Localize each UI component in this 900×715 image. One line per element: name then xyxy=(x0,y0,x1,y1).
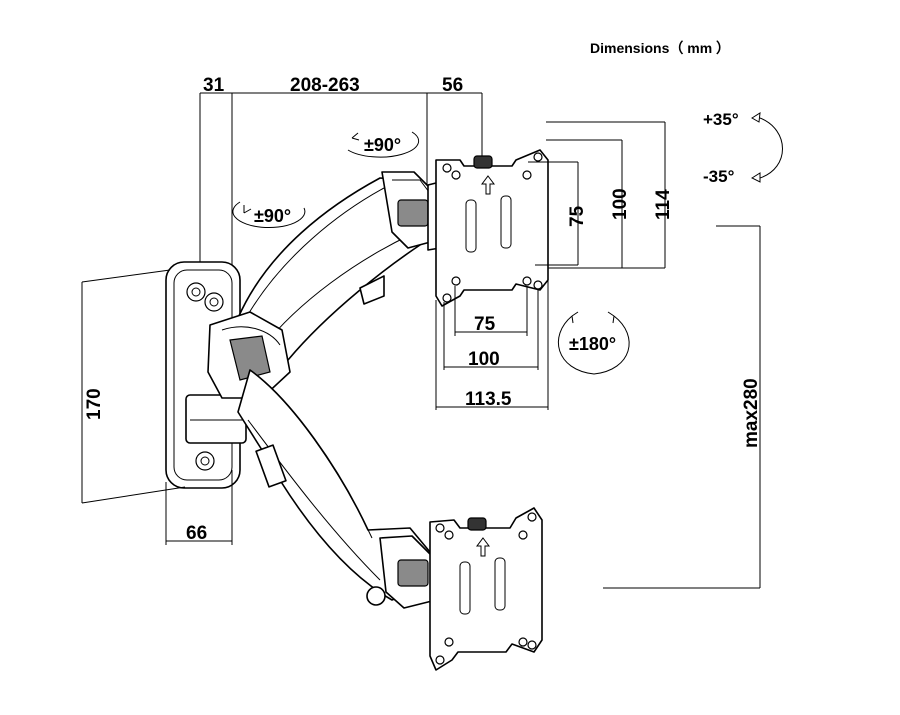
dim-wall-offset: 31 xyxy=(203,75,225,96)
tilt-arc-icon xyxy=(759,117,783,179)
dim-plate-height: 114 xyxy=(653,189,674,220)
dim-vesa-75-horizontal: 75 xyxy=(474,314,496,335)
dim-arm-reach: 208-263 xyxy=(290,75,360,96)
upper-arm-swivel-arrow xyxy=(351,132,360,141)
height-dimension-lines xyxy=(603,225,761,589)
lower-arm xyxy=(237,369,437,609)
dim-vesa-75-vertical: 75 xyxy=(567,205,588,227)
diagram-title: Dimensions（ mm ） xyxy=(590,40,730,56)
tilt-arc-head-down xyxy=(750,172,761,183)
rotation-arrow-icon xyxy=(557,315,630,375)
dim-plate-width: 113.5 xyxy=(465,389,512,410)
tilt-up-label: +35° xyxy=(703,110,739,129)
lower-arm-swivel-ellipse xyxy=(232,201,306,229)
lower-arm-swivel-label: ±90° xyxy=(254,206,291,226)
upper-plate-dimension-lines xyxy=(435,121,666,410)
rotation-arrow-head-left xyxy=(571,311,579,324)
upper-vesa-plate xyxy=(435,149,549,307)
wall-plate-dimension-lines xyxy=(81,269,233,545)
tilt-arc-head-up xyxy=(751,112,761,123)
top-dimension-lines xyxy=(199,92,483,282)
dim-vesa-100-horizontal: 100 xyxy=(468,349,500,370)
upper-arm xyxy=(237,171,441,373)
rotation-label: ±180° xyxy=(569,334,616,354)
lower-vesa-plate xyxy=(429,507,543,671)
upper-arm-swivel-label: ±90° xyxy=(364,135,401,155)
upper-arm-swivel-ellipse xyxy=(347,131,420,158)
dim-wall-plate-height: 170 xyxy=(84,388,105,420)
dim-height-adjust: max280 xyxy=(741,378,762,448)
rotation-arrow-head-right xyxy=(607,311,615,324)
dim-vesa-100-vertical: 100 xyxy=(610,188,631,220)
lower-arm-swivel-arrow xyxy=(243,205,252,214)
dim-head-depth: 56 xyxy=(442,75,463,96)
elbow-joint xyxy=(207,311,291,399)
dim-wall-plate-width: 66 xyxy=(186,523,207,544)
tilt-down-label: -35° xyxy=(703,167,735,186)
